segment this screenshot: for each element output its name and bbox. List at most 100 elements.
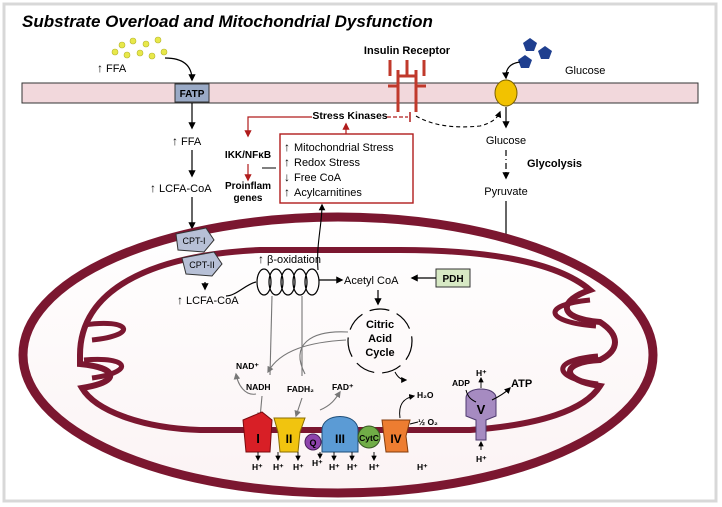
lcfa-inner-up-arrow-icon: ↑ (177, 293, 183, 307)
tca-label-2: Acid (368, 333, 392, 345)
stress-row-up-arrow-icon: ↑ (284, 140, 290, 154)
complex-iii-icon: III (321, 416, 359, 453)
ffa-top-label: FFA (106, 63, 127, 75)
lcfa-coa-label: LCFA-CoA (159, 183, 212, 195)
nadh-label: NADH (246, 382, 271, 392)
proton-label: H⁺ (476, 368, 487, 378)
cpt2-icon: CPT-II (181, 251, 223, 277)
complex-v-label: V (477, 402, 486, 417)
o2-line (409, 421, 419, 425)
stress-row-up-arrow-icon: ↑ (284, 155, 290, 169)
pyruvate-label: Pyruvate (484, 186, 527, 198)
crista-right-2 (560, 353, 599, 387)
glycolysis-label: Glycolysis (527, 158, 582, 170)
proton-label: H⁺ (312, 458, 323, 468)
glucose-transporter-icon (494, 79, 518, 107)
tca-to-fadh2-line (299, 331, 349, 375)
cpt1-label: CPT-I (182, 236, 205, 246)
complex-iii-label: III (335, 432, 345, 446)
fadh2-to-complex-ii-arrow (294, 397, 303, 418)
lcfa-coa-inner-label: LCFA-CoA (186, 295, 239, 307)
adp-label: ADP (452, 378, 470, 388)
proton-labels: H⁺H⁺H⁺H⁺H⁺H⁺H⁺H⁺H⁺H⁺ (252, 368, 487, 472)
glucose-mid-label: Glucose (486, 135, 526, 147)
complex-ii-label: II (286, 432, 293, 446)
o2-label: ½ O₂ (418, 417, 438, 427)
stress-box-rows: ↑ Mitochondrial Stress ↑ Redox Stress ↓ Free … (284, 140, 394, 199)
ffa-mid-up-arrow-icon: ↑ (172, 134, 178, 148)
mitochondrion-inner-membrane (77, 247, 618, 433)
complex-iv-icon: IV (381, 419, 411, 453)
adp-line (465, 389, 477, 403)
atp-arrow (491, 387, 511, 401)
stress-row-label: Acylcarnitines (294, 187, 362, 199)
proton-label: H⁺ (293, 462, 304, 472)
citric-acid-cycle-ring (347, 308, 413, 374)
cytc-label: CytC (359, 433, 379, 443)
spiral-to-stress-arrow (317, 203, 326, 271)
proton-label: H⁺ (417, 462, 428, 472)
fatp-transporter (174, 83, 210, 103)
stress-row-label: Free CoA (294, 172, 342, 184)
proton-label: H⁺ (369, 462, 380, 472)
pdh-label: PDH (442, 274, 463, 285)
q-icon: Q (304, 433, 322, 451)
fatp-label: FATP (180, 89, 205, 100)
insulin-receptor-label: Insulin Receptor (364, 45, 451, 57)
fadh2-label: FADH₂ (287, 384, 314, 394)
lcfa-to-spiral-line (225, 281, 257, 297)
plasma-membrane (21, 82, 699, 104)
stress-box (279, 133, 414, 204)
ffa-entry-arrow (164, 57, 196, 82)
glucose-entry-arrow (502, 61, 521, 80)
nadh-to-nad-arrow (233, 372, 257, 395)
proton-label: H⁺ (347, 462, 358, 472)
atp-label: ATP (511, 378, 532, 390)
cpt2-label: CPT-II (189, 260, 215, 270)
stress-row-up-arrow-icon: ↑ (284, 185, 290, 199)
complex-i-icon: I (242, 411, 273, 453)
q-label: Q (309, 438, 316, 448)
ikk-nfkb-label: IKK/NFκB (225, 150, 271, 161)
acetyl-coa-label: Acetyl CoA (344, 275, 399, 287)
stress-row-down-arrow-icon: ↓ (284, 170, 290, 184)
stress-kinases-label: Stress Kinases (312, 110, 387, 122)
kinases-to-ikk-arrow (244, 116, 312, 138)
nad-label: NAD⁺ (236, 361, 259, 371)
proton-label: H⁺ (329, 462, 340, 472)
complex-iv-label: IV (390, 432, 401, 446)
beta-ox-up-arrow-icon: ↑ (258, 252, 264, 266)
crista-left-1 (83, 320, 127, 343)
glucose-pentagon-icon (518, 38, 552, 68)
stress-row-label: Redox Stress (294, 157, 361, 169)
cpt1-icon: CPT-I (175, 227, 215, 253)
glucose-top-label: Glucose (565, 65, 605, 77)
ffa-molecules (111, 36, 168, 60)
beta-oxidation-label: β-oxidation (267, 254, 321, 266)
spiral-to-nadh-line (269, 295, 273, 376)
tca-label-3: Cycle (365, 347, 394, 359)
complex-iv-to-water-arrow (399, 394, 416, 419)
diagram-title: Substrate Overload and Mitochondrial Dys… (22, 12, 433, 31)
h2o-label: H₂O (417, 390, 434, 400)
lcfa-up-arrow-icon: ↑ (150, 181, 156, 195)
receptor-to-glut-dashed-arrow (415, 110, 502, 128)
ffa-mid-label: FFA (181, 136, 202, 148)
proinflam-label: Proinflam (225, 181, 271, 192)
proton-label: H⁺ (273, 462, 284, 472)
beta-oxidation-spiral-icon (256, 268, 320, 296)
tca-to-nadh-arrow (267, 339, 347, 374)
ffa-up-arrow-icon: ↑ (97, 61, 103, 75)
mitochondrion-outer-membrane (18, 212, 658, 498)
complex-v-icon: V (465, 388, 497, 441)
complex-i-label: I (256, 431, 260, 446)
proton-label: H⁺ (252, 462, 263, 472)
crista-right-1 (552, 297, 597, 329)
stress-row-label: Mitochondrial Stress (294, 142, 394, 154)
tca-label-1: Citric (366, 319, 394, 331)
tca-return-arrow (394, 371, 408, 383)
genes-label: genes (234, 193, 263, 204)
fad-label: FAD⁺ (332, 382, 354, 392)
